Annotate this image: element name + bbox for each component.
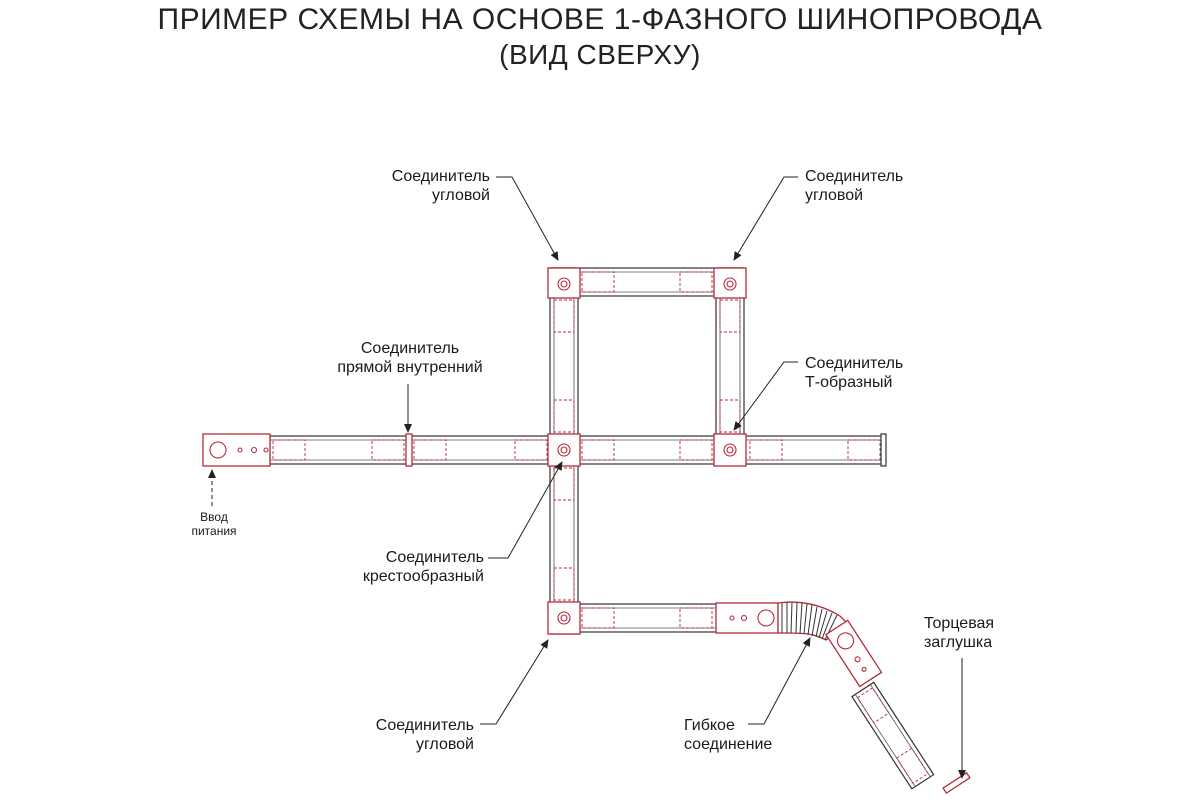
- t-connector: [713, 433, 747, 467]
- corner-connector-bottom: [547, 601, 581, 635]
- diagram-subtitle: (ВИД СВЕРХУ): [499, 39, 701, 70]
- angled-rail: [851, 681, 935, 790]
- cross-connector: [547, 433, 581, 467]
- label-power-input: Ввод питания: [191, 510, 237, 538]
- flexible-connector: [715, 601, 883, 688]
- leader-corner-top-right: [733, 176, 798, 261]
- label-cross-shaped: Соединитель крестообразный: [362, 549, 484, 585]
- label-end-cap: Торцевая заглушка: [924, 615, 995, 651]
- leader-corner-top-left: [496, 176, 559, 261]
- leader-t-shaped: [733, 361, 798, 431]
- leader-cross-shaped: [488, 461, 563, 559]
- straight-internal-connector: [405, 433, 413, 467]
- leader-flexible: [748, 637, 811, 725]
- power-input-feed: [202, 433, 271, 467]
- label-corner-bottom: Соединитель угловой: [375, 717, 474, 753]
- leader-corner-bottom: [480, 639, 549, 725]
- label-straight-internal: Соединитель прямой внутренний: [337, 340, 483, 376]
- label-flexible: Гибкое соединение: [684, 717, 773, 753]
- end-cap: [942, 771, 971, 795]
- label-corner-top-left: Соединитель угловой: [391, 168, 490, 204]
- diagram-title: ПРИМЕР СХЕМЫ НА ОСНОВЕ 1-ФАЗНОГО ШИНОПРО…: [157, 3, 1043, 36]
- label-corner-top-right: Соединитель угловой: [805, 168, 904, 204]
- corner-connector-top-right: [713, 267, 747, 299]
- corner-connector-top-left: [547, 267, 581, 299]
- label-t-shaped: Соединитель Т-образный: [805, 355, 904, 391]
- right-vertical-rail: [715, 267, 745, 465]
